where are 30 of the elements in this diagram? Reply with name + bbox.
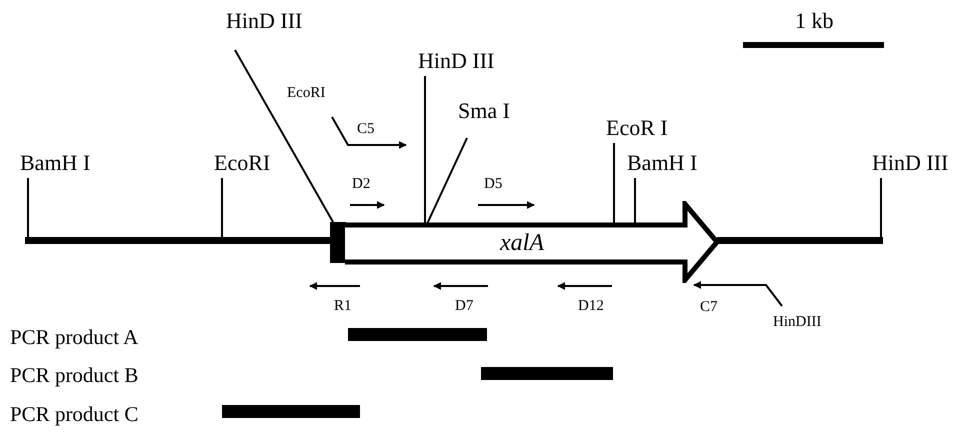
restriction-site-label: BamH I bbox=[20, 152, 90, 174]
leader-line bbox=[613, 143, 615, 224]
restriction-site-label: HinD III bbox=[872, 152, 948, 174]
restriction-site-label: EcoR I bbox=[606, 117, 668, 139]
gene-name: xalA bbox=[500, 231, 544, 255]
primer-label: D7 bbox=[455, 299, 474, 314]
primer-label: D12 bbox=[578, 299, 604, 314]
leader-line bbox=[424, 76, 426, 224]
primer-label: D5 bbox=[484, 177, 502, 192]
restriction-site-label: EcoRI bbox=[214, 152, 270, 174]
restriction-site-label: HinDIII bbox=[773, 315, 822, 330]
gene-arrow bbox=[345, 201, 720, 283]
primer-label: C7 bbox=[700, 300, 718, 315]
restriction-site-label: EcoRI bbox=[287, 86, 326, 101]
restriction-site-label: HinD III bbox=[418, 50, 494, 72]
leader-line bbox=[221, 178, 223, 237]
product-label: PCR product B bbox=[10, 365, 138, 386]
restriction-site-label: HinD III bbox=[226, 10, 302, 32]
leader-line bbox=[880, 178, 882, 237]
product-label: PCR product A bbox=[10, 327, 138, 348]
leader-line bbox=[27, 178, 29, 237]
primer-label: D2 bbox=[352, 177, 370, 192]
product-label: PCR product C bbox=[10, 404, 138, 425]
primer-label: C5 bbox=[357, 122, 375, 137]
leader-line bbox=[426, 138, 468, 224]
scale-label: 1 kb bbox=[795, 10, 834, 32]
leader-line bbox=[634, 178, 636, 224]
primer-label: R1 bbox=[334, 299, 352, 314]
restriction-site-label: Sma I bbox=[458, 100, 510, 122]
restriction-site-label: BamH I bbox=[627, 152, 698, 174]
